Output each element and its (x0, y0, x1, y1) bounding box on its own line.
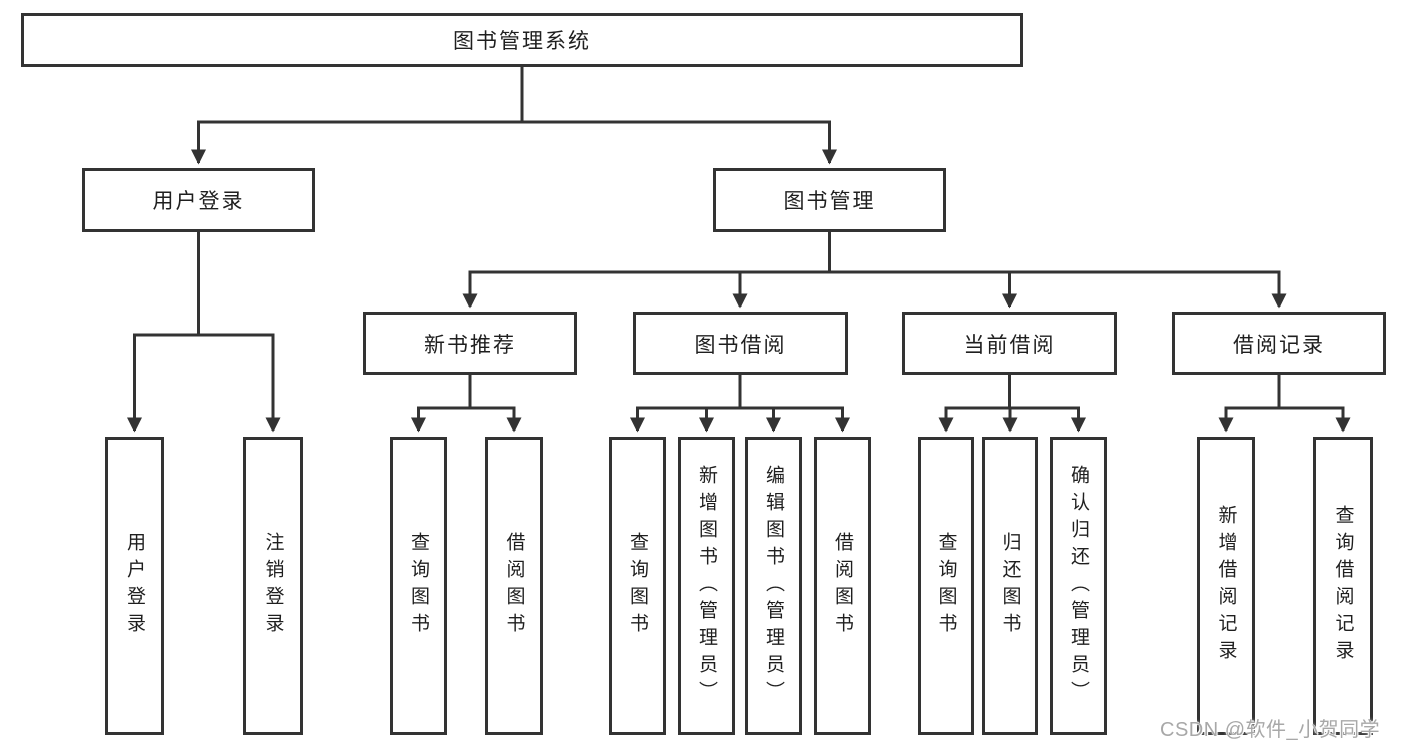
node-label: 确认归还（管理员） (1068, 464, 1089, 708)
node-logout: 注销登录 (243, 437, 303, 735)
node-label: 新书推荐 (424, 333, 516, 357)
node-confirm-return-admin: 确认归还（管理员） (1050, 437, 1107, 735)
node-label: 新增图书（管理员） (696, 464, 717, 708)
node-label: 查询图书 (627, 532, 648, 640)
node-query-books-recommend: 查询图书 (390, 437, 447, 735)
node-borrow-books-borrowing: 借阅图书 (814, 437, 871, 735)
node-label: 借阅图书 (832, 532, 853, 640)
node-add-book-admin: 新增图书（管理员） (678, 437, 735, 735)
node-label: 用户登录 (124, 532, 145, 640)
node-label: 查询借阅记录 (1332, 505, 1354, 667)
node-book-borrowing: 图书借阅 (633, 312, 848, 375)
node-label: 注销登录 (262, 532, 284, 640)
node-borrowing-records: 借阅记录 (1172, 312, 1386, 375)
node-label: 新增借阅记录 (1215, 505, 1237, 667)
node-return-book: 归还图书 (982, 437, 1038, 735)
node-query-books-borrowing: 查询图书 (609, 437, 666, 735)
node-label: 查询图书 (935, 532, 957, 640)
node-label: 借阅记录 (1233, 333, 1325, 357)
node-current-borrowing: 当前借阅 (902, 312, 1117, 375)
node-add-borrow-record: 新增借阅记录 (1197, 437, 1255, 735)
node-query-borrow-record: 查询借阅记录 (1313, 437, 1373, 735)
node-label: 编辑图书（管理员） (763, 464, 784, 708)
node-label: 归还图书 (999, 532, 1021, 640)
node-borrow-books-recommend: 借阅图书 (485, 437, 543, 735)
node-user-login: 用户登录 (82, 168, 315, 232)
node-label: 图书管理系统 (453, 30, 591, 53)
node-label: 用户登录 (152, 190, 245, 213)
node-edit-book-admin: 编辑图书（管理员） (745, 437, 802, 735)
node-label: 图书管理 (783, 190, 876, 213)
node-book-management: 图书管理 (713, 168, 946, 232)
node-new-book-recommendation: 新书推荐 (363, 312, 577, 375)
csdn-watermark: CSDN @软件_小贺同学 (1160, 719, 1381, 741)
node-user-login-action: 用户登录 (105, 437, 164, 735)
node-library-management-system: 图书管理系统 (21, 13, 1023, 67)
node-label: 借阅图书 (503, 532, 525, 640)
node-query-books-current: 查询图书 (918, 437, 974, 735)
node-label: 查询图书 (408, 532, 429, 640)
node-label: 图书借阅 (694, 333, 787, 357)
node-label: 当前借阅 (963, 333, 1056, 357)
